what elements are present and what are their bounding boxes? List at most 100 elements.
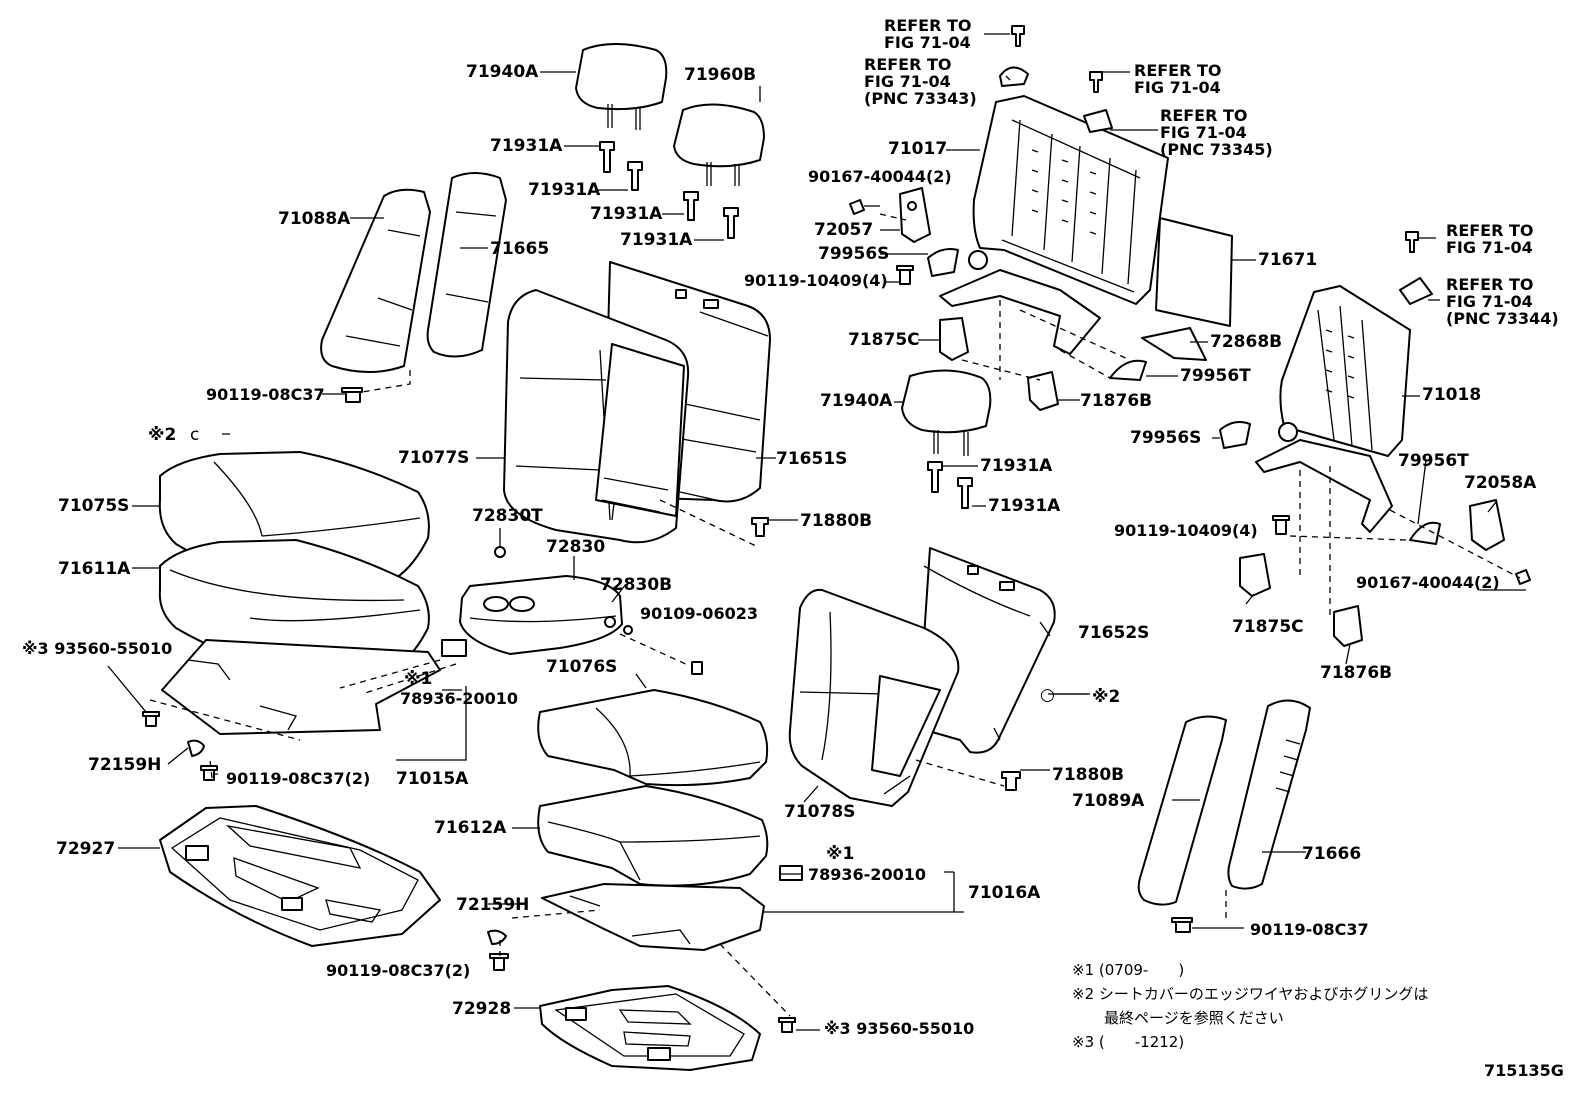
seat-back-frame-71018 (1255, 285, 1411, 533)
side-cover-71088A (320, 188, 431, 373)
clip-71876B-a (1027, 371, 1059, 411)
label-71940A: 71940A (820, 391, 893, 411)
label-90119-08C37: 90119-08C37 (206, 385, 325, 404)
seat-cushion-cover-71076S (537, 689, 769, 787)
part-number: 93560-55010 (54, 639, 173, 658)
label-71016A: 71016A (968, 883, 1041, 903)
part-number: 93560-55010 (856, 1019, 975, 1038)
bolt-93560-b (778, 1017, 796, 1033)
label-71876B: 71876B (1080, 391, 1153, 411)
label-79956T: 79956T (1398, 451, 1469, 471)
label-71671: 71671 (1258, 250, 1318, 270)
clip-71876B-b (1333, 605, 1363, 647)
mark-2: ※2 (1092, 687, 1121, 707)
ref-line: (PNC 73345) (1160, 140, 1273, 159)
hog-ring-72159H-a (187, 739, 205, 757)
label-71931A: 71931A (620, 230, 693, 250)
hinge-bracket-72058A (1469, 499, 1505, 551)
ref-line: (PNC 73344) (1446, 309, 1559, 328)
label-72927: 72927 (56, 839, 116, 859)
clip-71880B-a (751, 517, 769, 537)
cover-79956T-a (1109, 359, 1147, 381)
label-93560-55010: ※3 93560-55010 (824, 1020, 974, 1038)
bolt-90167-a (849, 199, 865, 215)
label-79956S: 79956S (818, 244, 890, 264)
label-72058A: 72058A (1464, 473, 1537, 493)
label-71017: 71017 (888, 139, 948, 159)
ref-line: FIG 71-04 (1134, 78, 1221, 97)
pad-71666 (1227, 699, 1311, 890)
under-tray-72928 (539, 985, 761, 1071)
bolt-90119-armrest (691, 661, 703, 675)
hinge-bracket-72057 (899, 187, 931, 243)
side-cover-71089A (1137, 715, 1227, 906)
label-71931A: 71931A (528, 180, 601, 200)
label-71015A: 71015A (396, 769, 469, 789)
label-72928: 72928 (452, 999, 512, 1019)
bolt-93560-a (142, 711, 160, 727)
ref-line: FIG 71-04 (884, 33, 971, 52)
ref-line: FIG 71-04 (864, 72, 951, 91)
label-90119-08C37: 90119-08C37 (1250, 920, 1369, 939)
cushion-frame-71015A (161, 639, 467, 735)
cover-79956T-b (1409, 521, 1441, 545)
clip-71880B-b (1001, 771, 1021, 791)
ref-line: REFER TO (864, 55, 952, 74)
clip-71875C-a (939, 317, 969, 361)
label-90119-08C37-2: 90119-08C37(2) (226, 769, 371, 788)
label-72159H: 72159H (456, 895, 530, 915)
label-79956S: 79956S (1130, 428, 1202, 448)
seat-cushion-pad-71612A (537, 785, 769, 887)
seat-cushion-pad-71611A (158, 539, 430, 673)
label-71875C: 71875C (848, 330, 920, 350)
seat-back-frame-71017 (939, 95, 1169, 355)
ref-line: REFER TO (1160, 106, 1248, 125)
label-90167-40044-2: 90167-40044(2) (808, 167, 952, 186)
note-2-continued: 最終ページを参照ください (1104, 1009, 1284, 1027)
ref-line: FIG 71-04 (1446, 238, 1533, 257)
label-72868B: 72868B (1210, 332, 1283, 352)
headrest-guide-set-top (599, 141, 739, 239)
clip-71875C-b (1239, 553, 1271, 597)
ref-line: (PNC 73343) (864, 89, 977, 108)
label-71960B: 71960B (684, 65, 757, 85)
note-1: ※1 (0709- ) (1072, 961, 1185, 979)
seat-back-pad-71078S (788, 588, 960, 807)
label-71876B: 71876B (1320, 663, 1393, 683)
ref-line: REFER TO (1134, 61, 1222, 80)
label-71075S: 71075S (58, 496, 130, 516)
ref-line: FIG 71-04 (1160, 123, 1247, 142)
dashed-guides (149, 213, 1521, 1017)
headrest-71940A-top (575, 43, 668, 130)
clip-90109 (623, 625, 633, 635)
note-3: ※3 ( -1212) (1072, 1033, 1185, 1051)
label-72159H: 72159H (88, 755, 162, 775)
cover-79956S-b (1219, 421, 1251, 449)
label-71940A: 71940A (466, 62, 539, 82)
label-71931A: 71931A (980, 456, 1053, 476)
cover-79956S-a (927, 248, 959, 277)
leader-lines (107, 33, 1526, 1031)
bolt-90167-b (1515, 569, 1531, 585)
label-71880B: 71880B (800, 511, 873, 531)
label-71089A: 71089A (1072, 791, 1145, 811)
label-78936-20010: 78936-20010 (808, 865, 926, 884)
cap-72830B (604, 616, 616, 628)
label-71931A: 71931A (490, 136, 563, 156)
label-71088A: 71088A (278, 209, 351, 229)
label-72830T: 72830T (472, 506, 543, 526)
label-71076S: 71076S (546, 657, 618, 677)
seat-back-pad-71652S (917, 547, 1056, 754)
label-90119-08C37-2: 90119-08C37(2) (326, 961, 471, 980)
pad-71665 (426, 172, 507, 358)
label-72830B: 72830B (600, 575, 673, 595)
label-90167-40044-2: 90167-40044(2) (1356, 573, 1500, 592)
label-71018: 71018 (1422, 385, 1482, 405)
